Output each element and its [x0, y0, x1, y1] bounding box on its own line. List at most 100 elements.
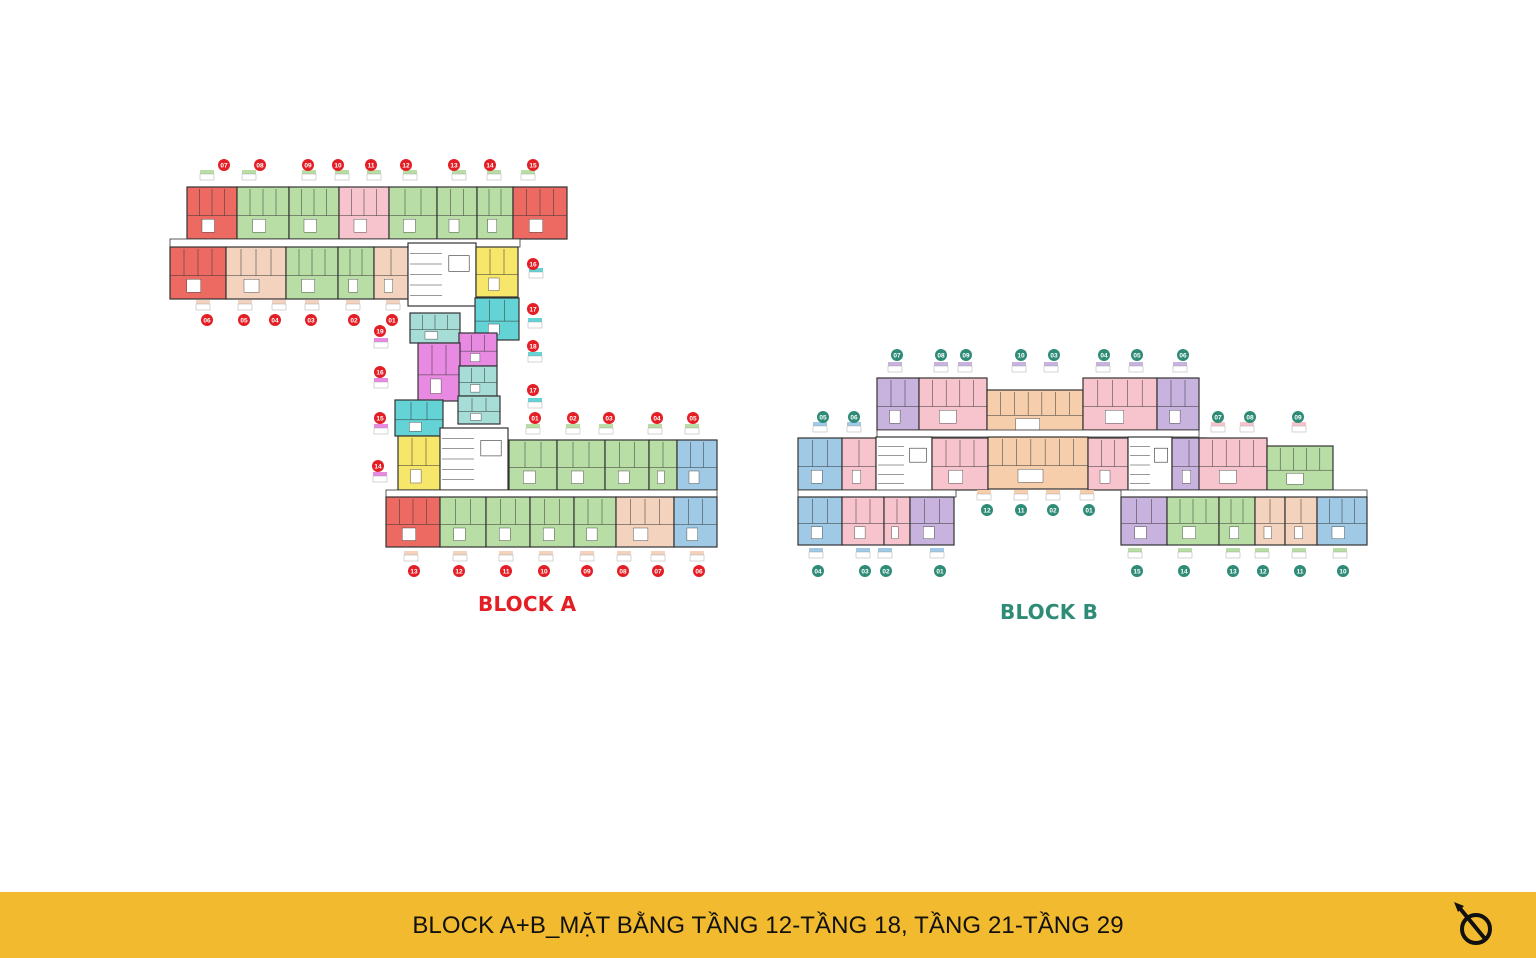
apartment-unit — [485, 496, 531, 548]
unit-info-tag — [366, 170, 382, 181]
apartment-unit — [987, 436, 1089, 490]
svg-text:16: 16 — [376, 369, 384, 376]
unit-number-marker: 09 — [581, 565, 593, 577]
unit-info-tag — [527, 398, 543, 409]
apartment-unit — [931, 437, 989, 491]
unit-info-tag — [1332, 548, 1348, 559]
svg-text:11: 11 — [503, 568, 510, 575]
svg-text:14: 14 — [486, 162, 494, 169]
unit-info-tag — [887, 362, 903, 373]
unit-number-marker: 03 — [305, 314, 317, 326]
unit-info-tag — [1095, 362, 1111, 373]
unit-number-marker: 06 — [693, 565, 705, 577]
apartment-unit — [288, 186, 340, 240]
stair-core — [875, 436, 933, 494]
svg-text:01: 01 — [1085, 507, 1093, 514]
unit-info-tag — [1013, 490, 1029, 501]
unit-number-marker: 10 — [332, 159, 344, 171]
svg-text:09: 09 — [304, 162, 312, 169]
apartment-unit — [615, 496, 675, 548]
apartment-unit — [1156, 377, 1200, 431]
unit-number-marker: 13 — [1227, 565, 1239, 577]
svg-text:01: 01 — [936, 568, 944, 575]
unit-number-marker: 08 — [935, 349, 947, 361]
svg-text:06: 06 — [850, 414, 858, 421]
unit-info-tag — [195, 300, 211, 311]
svg-text:09: 09 — [583, 568, 591, 575]
unit-info-tag — [684, 424, 700, 435]
svg-text:13: 13 — [1229, 568, 1237, 575]
unit-info-tag — [579, 551, 595, 562]
apartment-unit — [186, 186, 238, 240]
apartment-unit — [225, 246, 287, 300]
svg-text:07: 07 — [654, 568, 662, 575]
apartment-unit — [1266, 445, 1334, 491]
svg-text:10: 10 — [540, 568, 548, 575]
apartment-unit — [1087, 437, 1129, 491]
svg-text:10: 10 — [334, 162, 342, 169]
unit-number-marker: 05 — [817, 411, 829, 423]
unit-number-marker: 03 — [1048, 349, 1060, 361]
svg-text:17: 17 — [529, 387, 537, 394]
unit-number-marker: 17 — [527, 303, 539, 315]
unit-number-marker: 18 — [527, 340, 539, 352]
unit-info-tag — [452, 551, 468, 562]
apartment-unit — [797, 437, 843, 491]
unit-number-marker: 19 — [374, 325, 386, 337]
apartment-unit — [556, 439, 606, 491]
apartment-unit — [458, 332, 498, 367]
svg-text:04: 04 — [653, 415, 661, 422]
apartment-unit — [394, 399, 444, 437]
unit-number-marker: 01 — [934, 565, 946, 577]
svg-text:08: 08 — [256, 162, 264, 169]
unit-number-marker: 16 — [374, 366, 386, 378]
svg-text:01: 01 — [531, 415, 539, 422]
unit-number-marker: 11 — [1294, 565, 1306, 577]
unit-info-tag — [933, 362, 949, 373]
svg-text:02: 02 — [569, 415, 577, 422]
svg-text:15: 15 — [376, 415, 384, 422]
svg-text:03: 03 — [605, 415, 613, 422]
unit-info-tag — [520, 170, 536, 181]
unit-info-tag — [616, 551, 632, 562]
unit-number-marker: 10 — [1337, 565, 1349, 577]
unit-number-marker: 07 — [652, 565, 664, 577]
unit-info-tag — [976, 490, 992, 501]
unit-info-tag — [373, 338, 389, 349]
apartment-unit — [409, 312, 461, 344]
unit-info-tag — [1043, 362, 1059, 373]
svg-text:05: 05 — [1133, 352, 1141, 359]
svg-text:06: 06 — [695, 568, 703, 575]
unit-number-marker: 05 — [687, 412, 699, 424]
svg-text:03: 03 — [861, 568, 869, 575]
apartment-unit — [673, 496, 718, 548]
unit-info-tag — [877, 548, 893, 559]
unit-info-tag — [929, 548, 945, 559]
unit-number-marker: 11 — [365, 159, 377, 171]
svg-text:05: 05 — [689, 415, 697, 422]
svg-text:11: 11 — [1297, 568, 1304, 575]
unit-number-marker: 15 — [527, 159, 539, 171]
unit-info-tag — [957, 362, 973, 373]
svg-text:19: 19 — [376, 328, 384, 335]
unit-number-marker: 05 — [238, 314, 250, 326]
svg-text:03: 03 — [1050, 352, 1058, 359]
svg-text:10: 10 — [1339, 568, 1347, 575]
unit-number-marker: 12 — [1257, 565, 1269, 577]
unit-number-marker: 11 — [1015, 504, 1027, 516]
apartment-unit — [1316, 496, 1368, 546]
svg-text:08: 08 — [1246, 414, 1254, 421]
unit-number-marker: 12 — [400, 159, 412, 171]
apartment-unit — [337, 246, 375, 300]
apartment-unit — [883, 496, 911, 546]
unit-info-tag — [598, 424, 614, 435]
unit-number-marker: 10 — [1015, 349, 1027, 361]
apartment-unit — [169, 246, 227, 300]
unit-number-marker: 09 — [302, 159, 314, 171]
apartment-unit — [986, 389, 1084, 437]
apartment-unit — [1218, 496, 1256, 546]
apartment-unit — [439, 496, 487, 548]
unit-info-tag — [525, 424, 541, 435]
unit-info-tag — [301, 170, 317, 181]
unit-info-tag — [1291, 422, 1307, 433]
